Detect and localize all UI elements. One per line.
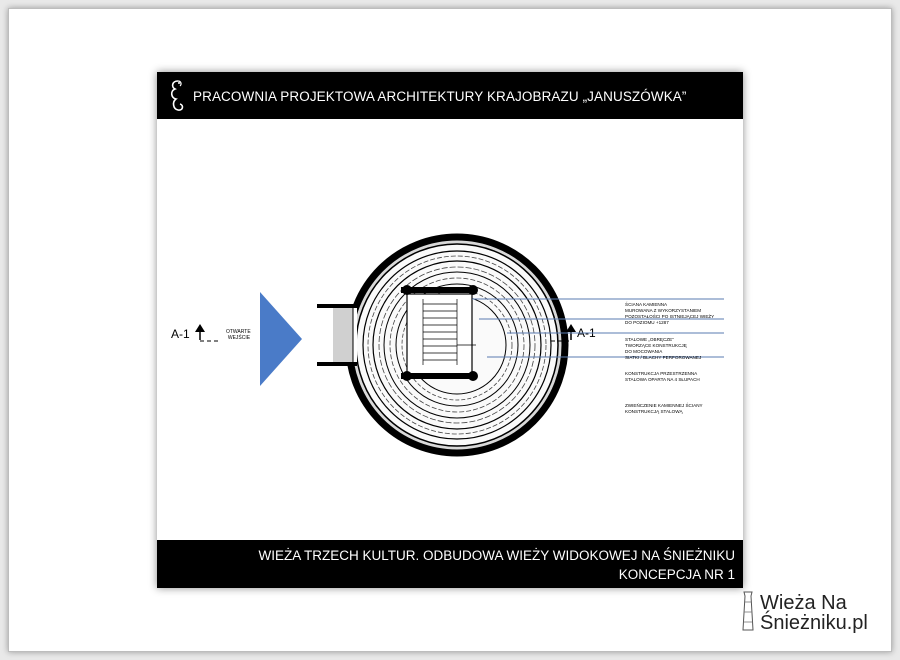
floor-plan: A-1 A-1 OTWARTE WEJŚCIE ŚCIANA KAMIENNA … bbox=[171, 233, 724, 457]
tower-plan bbox=[317, 233, 569, 457]
drawing-board: PRACOWNIA PROJEKTOWA ARCHITEKTURY KRAJOB… bbox=[157, 72, 743, 588]
entrance-arrow-icon bbox=[260, 292, 302, 386]
footer-bar: WIEŻA TRZECH KULTUR. ODBUDOWA WIEŻY WIDO… bbox=[157, 540, 743, 588]
concept-number: KONCEPCJA NR 1 bbox=[618, 567, 735, 582]
entrance-label-line1: OTWARTE bbox=[226, 329, 251, 335]
annotation-1: ŚCIANA KAMIENNA MUROWANA Z WYKORZYSTANIE… bbox=[625, 300, 715, 325]
entrance-label: OTWARTE WEJŚCIE bbox=[226, 329, 252, 341]
site-watermark: Wieża Na Śnieżniku.pl bbox=[738, 590, 888, 638]
entrance-floor bbox=[333, 304, 353, 366]
stair-treads bbox=[422, 299, 458, 365]
watermark-line1: Wieża Na bbox=[760, 592, 847, 614]
annotation-texts: ŚCIANA KAMIENNA MUROWANA Z WYKORZYSTANIE… bbox=[625, 300, 715, 414]
section-arrow-left-icon bbox=[195, 324, 205, 332]
entrance-label-line2: WEJŚCIE bbox=[228, 333, 251, 341]
ring-84 bbox=[372, 260, 542, 430]
ring-61 bbox=[395, 283, 519, 407]
ring-89 bbox=[367, 255, 547, 435]
leader-lines bbox=[472, 298, 724, 358]
section-label-left: A-1 bbox=[171, 327, 190, 341]
watermark-line2: Śnieżniku.pl bbox=[760, 612, 868, 634]
ring-94 bbox=[362, 250, 552, 440]
section-mark-left: A-1 bbox=[171, 324, 221, 342]
section-arrow-right-icon bbox=[566, 324, 576, 332]
stair-core bbox=[406, 293, 473, 376]
column-ne bbox=[468, 285, 478, 295]
tower-logo-icon bbox=[742, 591, 754, 631]
ring-67 bbox=[389, 277, 525, 413]
annotation-2: STALOWE „OBRĘCZE” TWORZĄCE KONSTRUKCJĘ D… bbox=[625, 337, 701, 360]
top-beam bbox=[401, 287, 474, 293]
header-bar: PRACOWNIA PROJEKTOWA ARCHITEKTURY KRAJOB… bbox=[157, 72, 743, 119]
project-title: WIEŻA TRZECH KULTUR. ODBUDOWA WIEŻY WIDO… bbox=[258, 548, 735, 563]
ring-78 bbox=[378, 266, 536, 424]
column-sw bbox=[402, 371, 412, 381]
seahorse-logo-icon bbox=[170, 80, 184, 111]
ring-73 bbox=[383, 271, 531, 419]
column-nw bbox=[402, 285, 412, 295]
annotation-4: ZWIEŃCZENIE KAMIENNEJ ŚCIANY KONSTRUKCJĄ… bbox=[625, 401, 704, 414]
bottom-beam bbox=[401, 373, 474, 379]
studio-title: PRACOWNIA PROJEKTOWA ARCHITEKTURY KRAJOB… bbox=[193, 89, 687, 104]
column-se bbox=[468, 371, 478, 381]
annotation-3: KONSTRUKCJA PRZESTRZENNA STALOWA OPARTA … bbox=[625, 371, 700, 382]
